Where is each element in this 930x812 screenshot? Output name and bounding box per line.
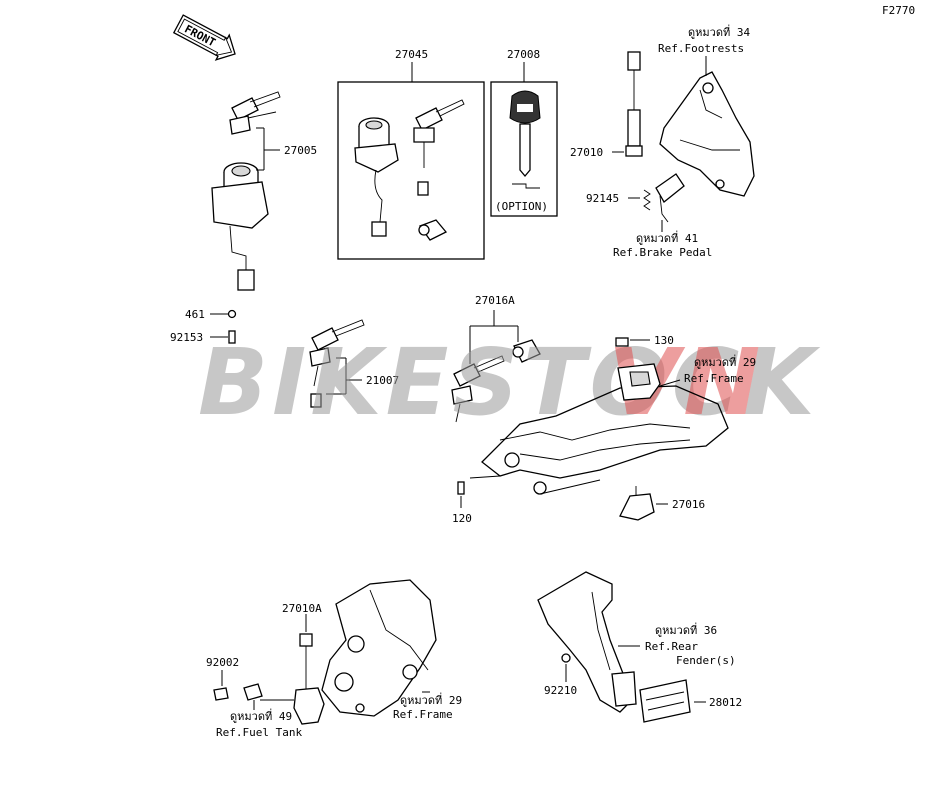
ignition-switch-icon (211, 91, 281, 291)
ref-fender-l2: Fender(s) (676, 654, 736, 667)
label-27016: 27016 (672, 498, 705, 511)
front-arrow-icon: FRONT (172, 14, 236, 61)
label-92153: 92153 (170, 331, 203, 344)
ref-fuel-tank: Ref.Fuel Tank (216, 726, 302, 739)
washer-icon (227, 309, 237, 319)
label-92145: 92145 (586, 192, 619, 205)
spring-icon (643, 189, 651, 211)
label-27045: 27045 (395, 48, 428, 61)
label-92210: 92210 (544, 684, 577, 697)
frame-headstock-icon (321, 579, 437, 717)
label-21007: 21007 (366, 374, 399, 387)
label-92002: 92002 (206, 656, 239, 669)
ref-fender-l1: Ref.Rear (645, 640, 698, 653)
label-27010: 27010 (570, 146, 603, 159)
label-27005: 27005 (284, 144, 317, 157)
ignition-switch-kit-icon (354, 99, 465, 241)
screw-icon (228, 330, 236, 344)
diagram-code: F2770 (882, 4, 915, 17)
ref-frame2-thai: ดูหมวดที่ 29 (400, 692, 462, 707)
ref-brake-thai: ดูหมวดที่ 41 (636, 230, 698, 245)
ref-frame2: Ref.Frame (393, 708, 453, 721)
bolt-icon (457, 481, 465, 495)
frame-section-icon (469, 337, 729, 495)
key-set-21007-icon (309, 319, 365, 408)
seat-lock-keys-icon (451, 339, 541, 423)
rear-fender-icon (537, 571, 691, 723)
ref-fuel-thai: ดูหมวดที่ 49 (230, 708, 292, 723)
ref-brake-pedal: Ref.Brake Pedal (613, 246, 712, 259)
option-label: (OPTION) (495, 200, 548, 213)
watermark-main: BIKESTOCK (198, 329, 820, 436)
label-27008: 27008 (507, 48, 540, 61)
ref-footrests-thai: ดูหมวดที่ 34 (688, 24, 750, 39)
kit-27045-box (337, 81, 485, 260)
label-120: 120 (452, 512, 472, 525)
ref-fender-thai: ดูหมวดที่ 36 (655, 622, 717, 637)
brake-light-switch-icon (625, 51, 643, 157)
sidestand-switch-icon (260, 633, 325, 725)
label-28012: 28012 (709, 696, 742, 709)
label-130: 130 (654, 334, 674, 347)
fuel-tank-bolt-icon (213, 683, 263, 701)
key-blank-icon (509, 90, 541, 189)
seat-lock-icon (619, 486, 655, 521)
footrest-bracket-icon (655, 71, 755, 223)
label-461: 461 (185, 308, 205, 321)
ref-frame1-thai: ดูหมวดที่ 29 (694, 354, 756, 369)
label-27010A: 27010A (282, 602, 322, 615)
label-27016A: 27016A (475, 294, 515, 307)
ref-frame1: Ref.Frame (684, 372, 744, 385)
ref-footrests: Ref.Footrests (658, 42, 744, 55)
